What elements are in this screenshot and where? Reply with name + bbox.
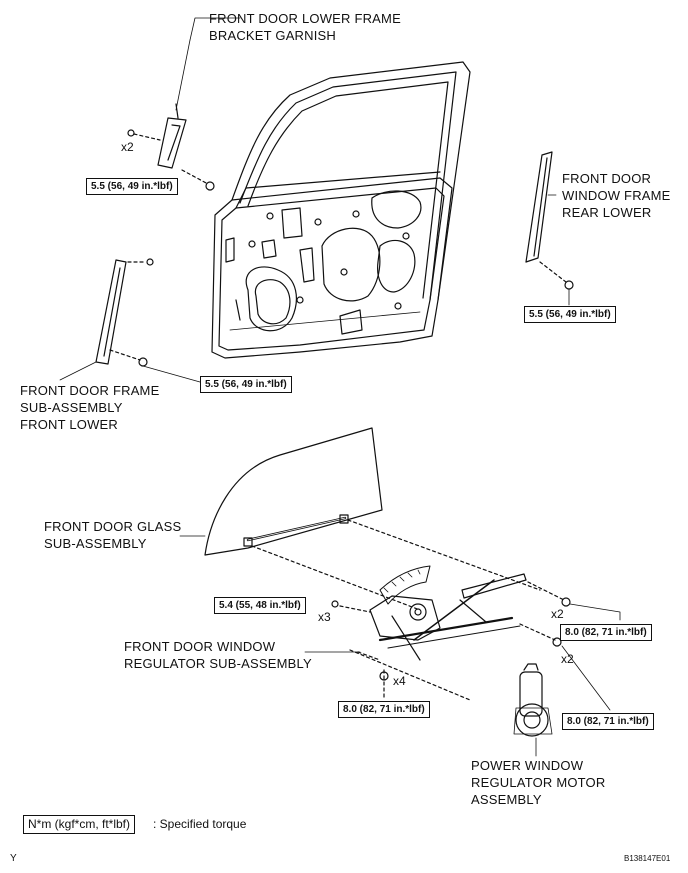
label-window-regulator-sub-assembly: FRONT DOOR WINDOW REGULATOR SUB-ASSEMBLY <box>124 638 312 672</box>
qty-garnish-clips: x2 <box>121 140 134 154</box>
window-frame-rear-lower-part <box>525 151 574 306</box>
torque-regulator-right-upper: 8.0 (82, 71 in.*lbf) <box>560 624 652 641</box>
torque-rear-lower: 5.5 (56, 49 in.*lbf) <box>524 306 616 323</box>
torque-garnish: 5.5 (56, 49 in.*lbf) <box>86 178 178 195</box>
torque-front-lower: 5.5 (56, 49 in.*lbf) <box>200 376 292 393</box>
qty-regulator-bottom: x4 <box>393 674 406 688</box>
label-line: REGULATOR MOTOR <box>471 775 606 790</box>
corner-figure-id: B138147E01 <box>624 854 671 863</box>
torque-regulator-bottom: 8.0 (82, 71 in.*lbf) <box>338 701 430 718</box>
label-line: FRONT DOOR <box>562 171 652 186</box>
torque-regulator-front: 5.4 (55, 48 in.*lbf) <box>214 597 306 614</box>
label-lower-frame-bracket-garnish: FRONT DOOR LOWER FRAME BRACKET GARNISH <box>209 10 401 44</box>
label-frame-sub-assembly-front-lower: FRONT DOOR FRAME SUB-ASSEMBLY FRONT LOWE… <box>20 382 159 433</box>
label-glass-sub-assembly: FRONT DOOR GLASS SUB-ASSEMBLY <box>44 518 181 552</box>
label-line: SUB-ASSEMBLY <box>20 400 123 415</box>
torque-motor: 8.0 (82, 71 in.*lbf) <box>562 713 654 730</box>
qty-regulator-front-bolts: x3 <box>318 610 331 624</box>
label-line: FRONT DOOR GLASS <box>44 519 182 534</box>
frame-sub-assembly-front-lower-part <box>59 258 201 383</box>
label-line: SUB-ASSEMBLY <box>44 536 147 551</box>
leader-garnish <box>189 17 241 41</box>
qty-regulator-right-lower: x2 <box>561 652 574 666</box>
label-line: REAR LOWER <box>562 205 652 220</box>
window-regulator-part <box>304 565 621 711</box>
legend-unit-box: N*m (kgf*cm, ft*lbf) <box>23 815 136 834</box>
label-line: FRONT DOOR FRAME <box>20 383 160 398</box>
corner-left-mark: Y <box>10 853 17 864</box>
door-panel <box>211 61 471 359</box>
label-window-frame-rear-lower: FRONT DOOR WINDOW FRAME REAR LOWER <box>562 170 671 221</box>
label-line: FRONT DOOR WINDOW <box>124 639 276 654</box>
label-line: ASSEMBLY <box>471 792 542 807</box>
regulator-motor-part <box>513 663 553 757</box>
door-glass-part <box>179 427 541 611</box>
legend-description: : Specified torque <box>153 817 247 831</box>
lower-frame-bracket-garnish-part <box>127 39 215 191</box>
label-line: REGULATOR SUB-ASSEMBLY <box>124 656 312 671</box>
label-power-window-regulator-motor: POWER WINDOW REGULATOR MOTOR ASSEMBLY <box>471 757 605 808</box>
label-line: FRONT LOWER <box>20 417 119 432</box>
label-line: BRACKET GARNISH <box>209 28 337 43</box>
label-line: WINDOW FRAME <box>562 188 671 203</box>
label-line: POWER WINDOW <box>471 758 584 773</box>
label-line: FRONT DOOR LOWER FRAME <box>209 11 401 26</box>
qty-regulator-right-upper: x2 <box>551 607 564 621</box>
